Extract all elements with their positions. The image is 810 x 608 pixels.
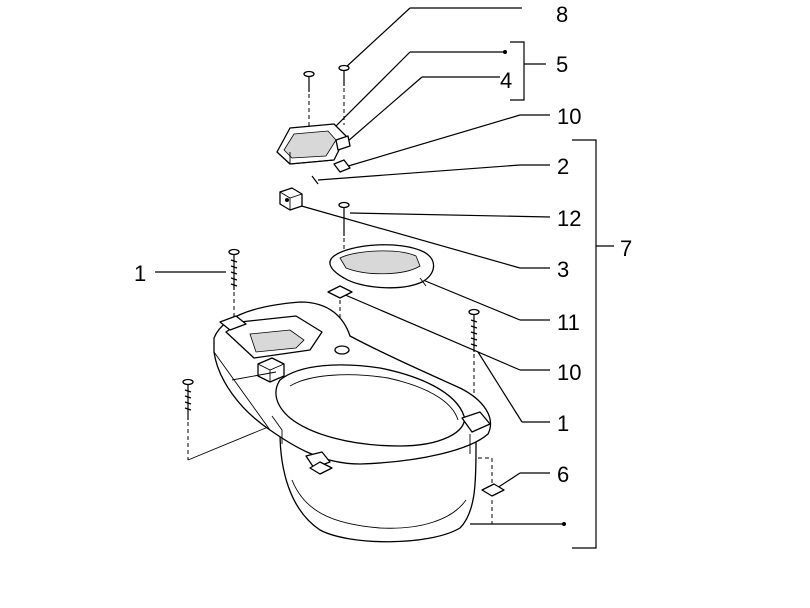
brackets	[510, 41, 614, 549]
callout-3: 3	[557, 257, 569, 282]
callout-8: 8	[556, 2, 568, 27]
leader-7-dot	[562, 522, 566, 526]
gasket-4	[335, 135, 351, 151]
callout-6: 6	[557, 462, 569, 487]
clip-bottom-center	[309, 461, 333, 475]
leader-5	[331, 51, 411, 131]
clip-6	[478, 457, 505, 524]
callout-1-left: 1	[134, 261, 146, 286]
leader-lines	[155, 7, 566, 526]
callout-2: 2	[557, 154, 569, 179]
screw-1-left	[228, 248, 240, 322]
callout-10-top: 10	[557, 104, 581, 129]
leader-5-dot	[503, 50, 507, 54]
callout-10-bottom: 10	[557, 360, 581, 385]
screw-8	[338, 64, 350, 125]
leader-4	[339, 76, 423, 149]
bracket-7	[572, 139, 597, 549]
leader-10b	[342, 293, 521, 371]
leader-2	[317, 164, 521, 181]
callout-labels: 8 5 4 10 2 12 7 3 11 10 1 1 6	[134, 2, 632, 487]
leader-3	[297, 204, 521, 269]
callout-12: 12	[557, 206, 581, 231]
helmet-compartment	[213, 301, 492, 543]
callout-11: 11	[557, 310, 580, 335]
callout-7: 7	[620, 236, 632, 261]
callout-4: 4	[500, 68, 512, 93]
leader-11	[422, 279, 521, 321]
leader-8	[344, 7, 411, 69]
screw-1-right	[468, 308, 480, 420]
block-3	[279, 187, 303, 211]
pin-2	[311, 175, 319, 185]
leader-1b	[477, 351, 523, 423]
bracket-5	[510, 41, 525, 101]
callout-1-right: 1	[557, 411, 569, 436]
leader-10a	[344, 114, 521, 168]
screw-cover-left	[303, 70, 315, 128]
screw-12	[338, 201, 350, 256]
cover-housing	[276, 123, 347, 165]
callout-5: 5	[556, 52, 568, 77]
clip-10-top	[333, 159, 351, 173]
leader-12	[349, 212, 551, 218]
lid-11	[329, 244, 435, 289]
